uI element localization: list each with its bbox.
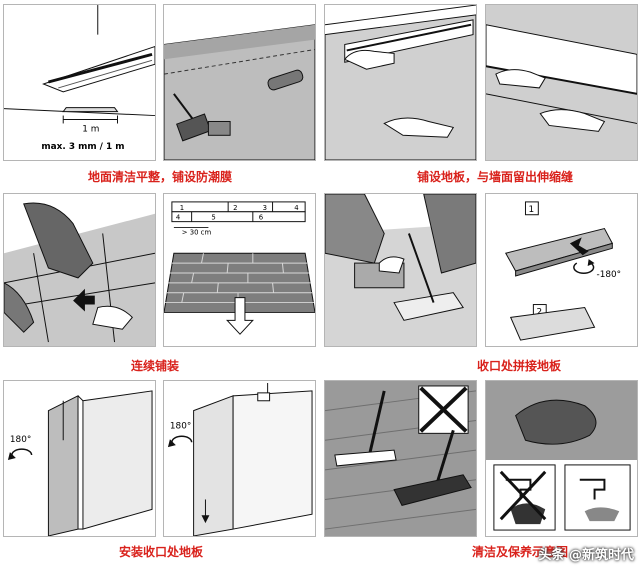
spacing-label: > 30 cm — [182, 228, 212, 236]
cleaning-mop-illustration — [325, 381, 476, 536]
step-number: 2 — [536, 307, 542, 317]
edge-board-rotation-illustration: 180° — [7, 390, 153, 536]
board-number: 4 — [176, 214, 180, 222]
caption-install-edge: 安装收口处地板 — [119, 545, 204, 559]
board-number: 1 — [180, 204, 184, 212]
watermark: 头条 @新筑时代 — [538, 548, 634, 563]
board-number: 2 — [233, 204, 237, 212]
panel-underlay-membrane — [163, 4, 316, 161]
panel-cleaning-mop — [324, 380, 477, 537]
rotation-label: 180° — [170, 421, 191, 431]
panel-staggered-layout: 1 2 3 4 4 5 6 > 30 cm — [163, 193, 316, 347]
caption-edge-joint: 收口处拼接地板 — [477, 359, 562, 373]
board-number: 5 — [211, 214, 215, 222]
panel-saw-cutting — [324, 193, 477, 347]
floor-level-illustration: 1 m max. 3 mm / 1 m — [4, 5, 155, 152]
membrane-roll-illustration — [164, 24, 315, 160]
water-damage-illustration — [486, 381, 637, 531]
saw-cutting-illustration — [325, 194, 476, 346]
tilt-press-illustration — [486, 5, 637, 160]
edge-board-fit-illustration: 180° — [167, 383, 313, 536]
rotation-diagram: 1 -180° 2 — [504, 201, 622, 341]
panel-continuous-laying-kneel — [3, 193, 156, 347]
caption-lay-boards: 铺设地板，与墙面留出伸缩缝 — [417, 170, 574, 184]
caption-floor-prep: 地面清洁平整，铺设防潮膜 — [88, 170, 233, 184]
board-number: 6 — [259, 214, 263, 222]
panel-water-warning — [485, 380, 638, 537]
board-number: 4 — [294, 204, 298, 212]
board-number: 3 — [263, 204, 267, 212]
size-label: 1 m — [82, 124, 99, 134]
step-number: 1 — [529, 205, 535, 215]
kneeling-installer-illustration — [4, 202, 155, 346]
panel-lay-first-board — [324, 4, 477, 161]
panel-tilt-and-press — [485, 4, 638, 161]
rotation-label: 180° — [10, 435, 31, 445]
stagger-pattern-illustration: 1 2 3 4 4 5 6 > 30 cm — [164, 201, 315, 335]
tolerance-label: max. 3 mm / 1 m — [41, 142, 124, 152]
panel-joint-rotation: 1 -180° 2 — [485, 193, 638, 347]
caption-continuous: 连续铺装 — [131, 359, 180, 373]
panel-edge-rotation-right: 180° — [163, 380, 316, 537]
first-board-illustration — [325, 5, 476, 160]
panel-edge-rotation-left: 180° — [3, 380, 156, 537]
panel-floor-preparation: 1 m max. 3 mm / 1 m — [3, 4, 156, 161]
caption-cleaning: 清洁及保养示意图 — [472, 545, 569, 559]
rotation-label: -180° — [597, 270, 622, 280]
